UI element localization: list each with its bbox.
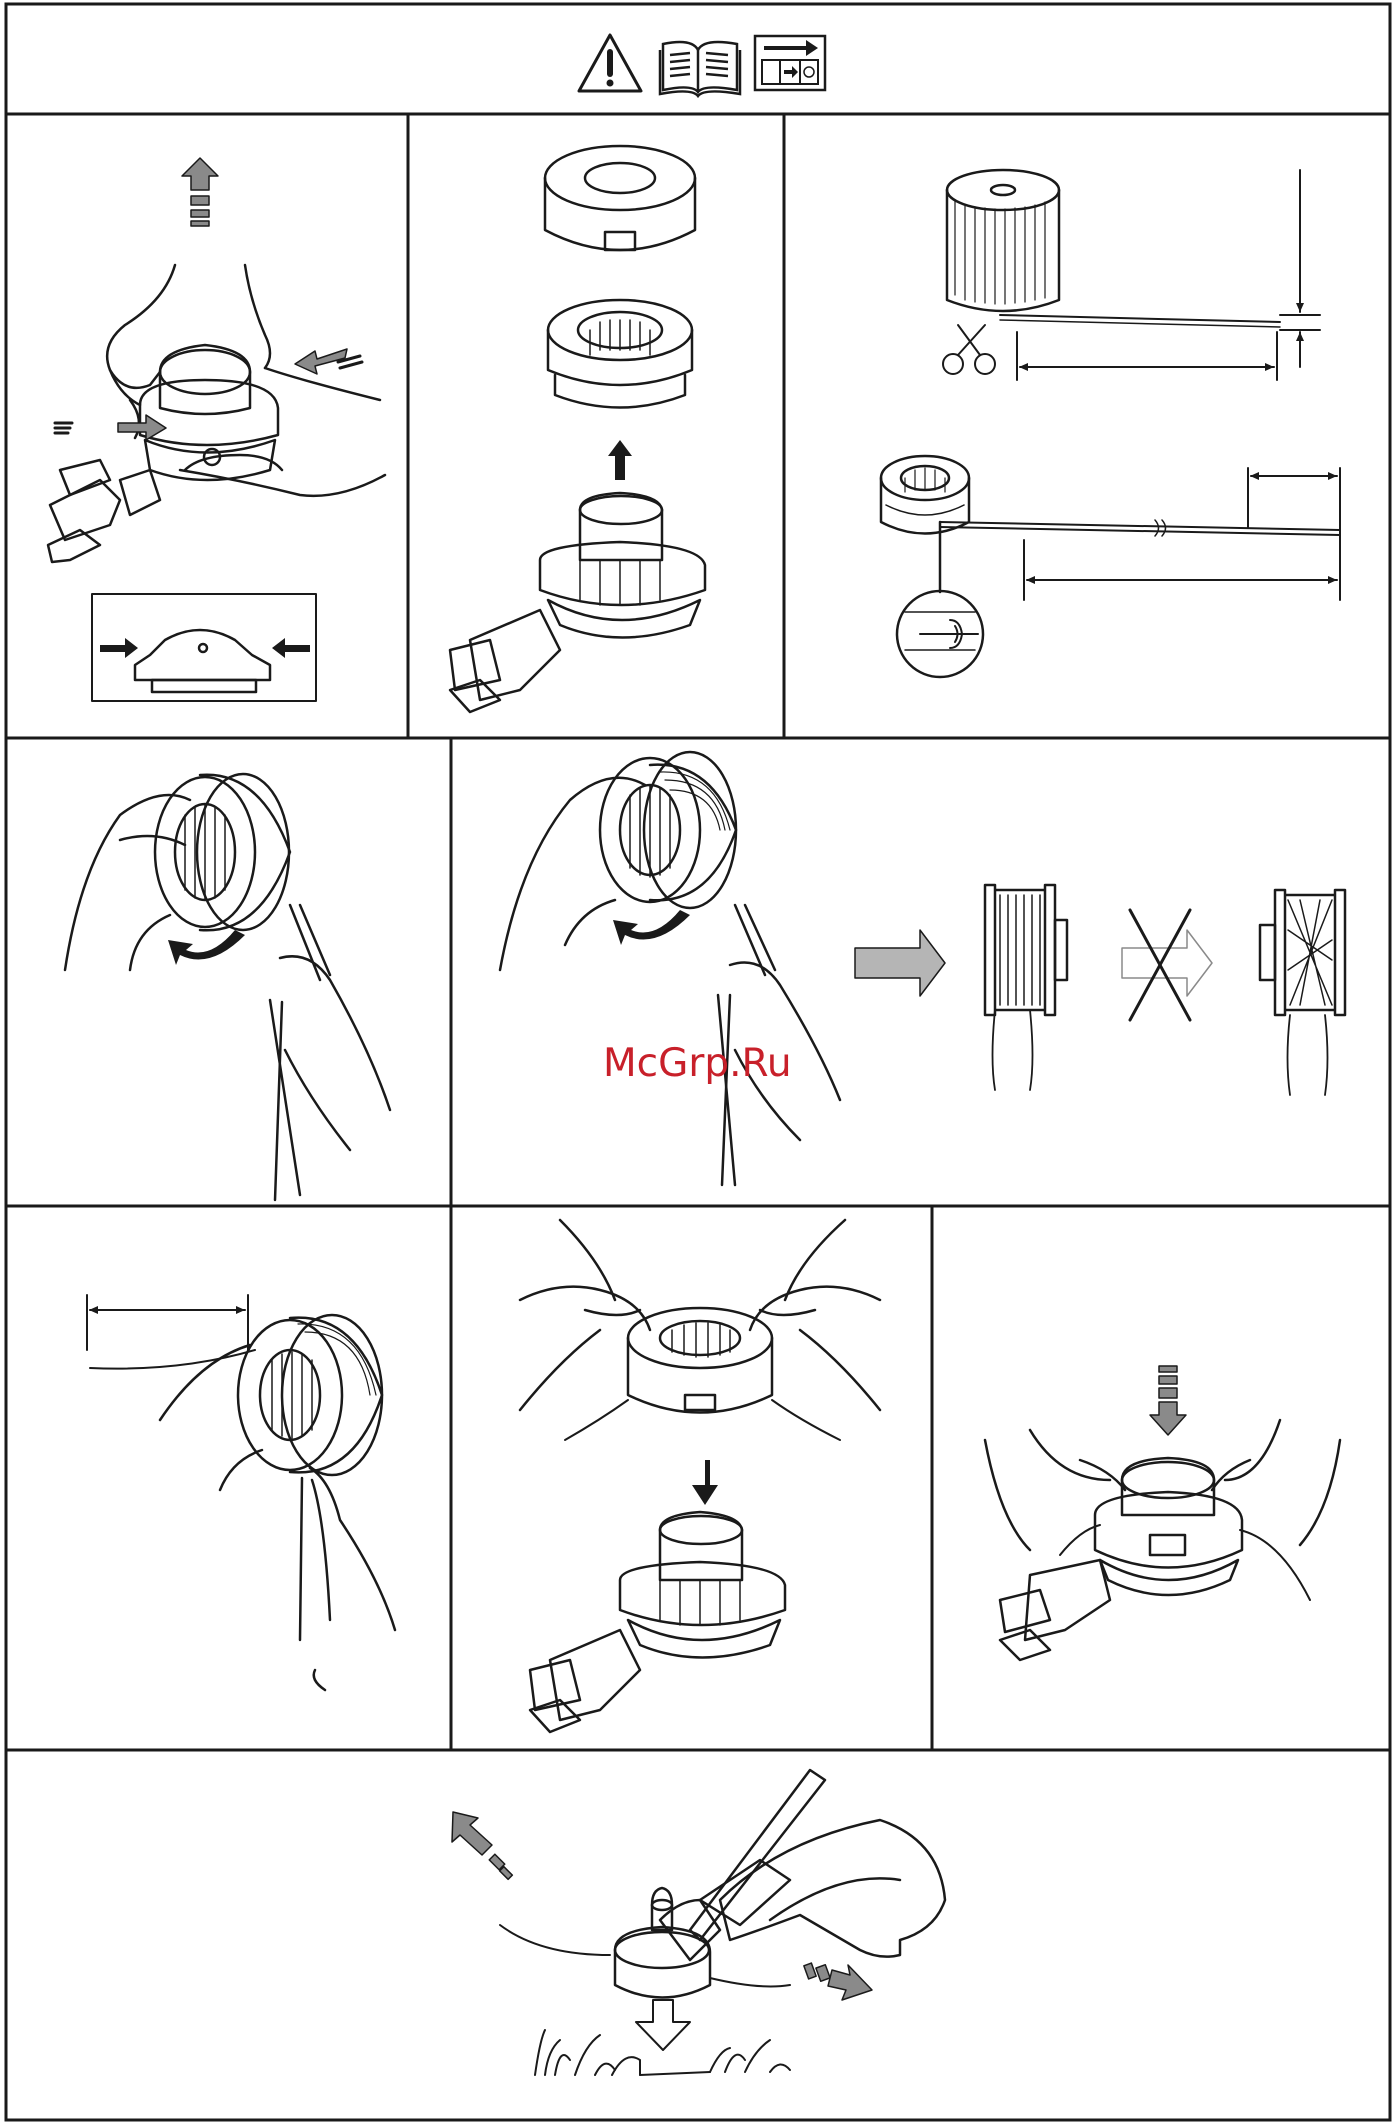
line-out-arrow-icon: [452, 1812, 512, 1879]
panel-remove-cover: [48, 158, 385, 701]
line-spool-roll: [947, 170, 1280, 327]
panel-hold-line-end: [87, 1295, 395, 1690]
panel-press-cover: [985, 1366, 1340, 1660]
scissors-icon: [943, 325, 995, 374]
dimension-lines: [1017, 170, 1320, 380]
watermark-text: McGrp.Ru: [603, 1041, 792, 1086]
incorrect-arrow-icon: [1122, 910, 1212, 1020]
correct-winding-spool: [985, 885, 1067, 1090]
hands-illustration: [520, 1220, 880, 1330]
panel-trimmer-operation: [452, 1770, 945, 2075]
panel-wind-line-result: McGrp.Ru: [500, 752, 1345, 1185]
trimmer-head: [500, 1888, 790, 1998]
incorrect-winding-spool: [1260, 890, 1345, 1095]
trimmer-head-assembled: [1000, 1458, 1310, 1660]
trimmer-head-base: [530, 1512, 785, 1732]
rotation-arrow-icon: [613, 910, 690, 945]
warning-triangle-icon: [579, 35, 641, 91]
spool-part: [548, 300, 692, 408]
rotation-arrow-icon: [168, 930, 245, 965]
squeeze-arrow-right-icon: [295, 349, 362, 374]
dimension-lines: [87, 1295, 248, 1350]
panel-measure-line: [881, 170, 1340, 677]
panel-spool-parts: [450, 146, 705, 712]
panel-wind-line-direction: [65, 774, 390, 1200]
trimmer-head-base: [450, 493, 705, 712]
cover-with-spool: [520, 1308, 880, 1440]
inset-cover-diagram: [92, 594, 316, 701]
spool-in-hand: [155, 774, 290, 930]
magnifier-detail: [897, 591, 983, 677]
down-arrow-icon: [1150, 1366, 1186, 1435]
up-arrow-icon: [182, 158, 218, 226]
rotation-direction-arrow-icon: [804, 1963, 872, 2000]
shaft-and-guard: [660, 1770, 945, 1960]
hands-illustration: [65, 795, 390, 1200]
down-arrow-icon: [692, 1460, 718, 1505]
instruction-manual-icon: [660, 42, 740, 96]
squeeze-arrow-left-icon: [55, 415, 166, 440]
cover-part: [545, 146, 695, 250]
panel-insert-spool: [520, 1220, 880, 1732]
hands-illustration: [985, 1420, 1340, 1550]
wound-spool-in-hand: [500, 752, 840, 1185]
cut-direction-arrow-icon: [636, 2000, 690, 2050]
trimmer-head-illustration: [48, 345, 278, 562]
reference-arrow-icon: [755, 36, 825, 90]
correct-arrow-icon: [855, 930, 945, 996]
assembly-arrow-icon: [608, 440, 632, 480]
wound-spool-in-hand: [160, 1315, 395, 1690]
